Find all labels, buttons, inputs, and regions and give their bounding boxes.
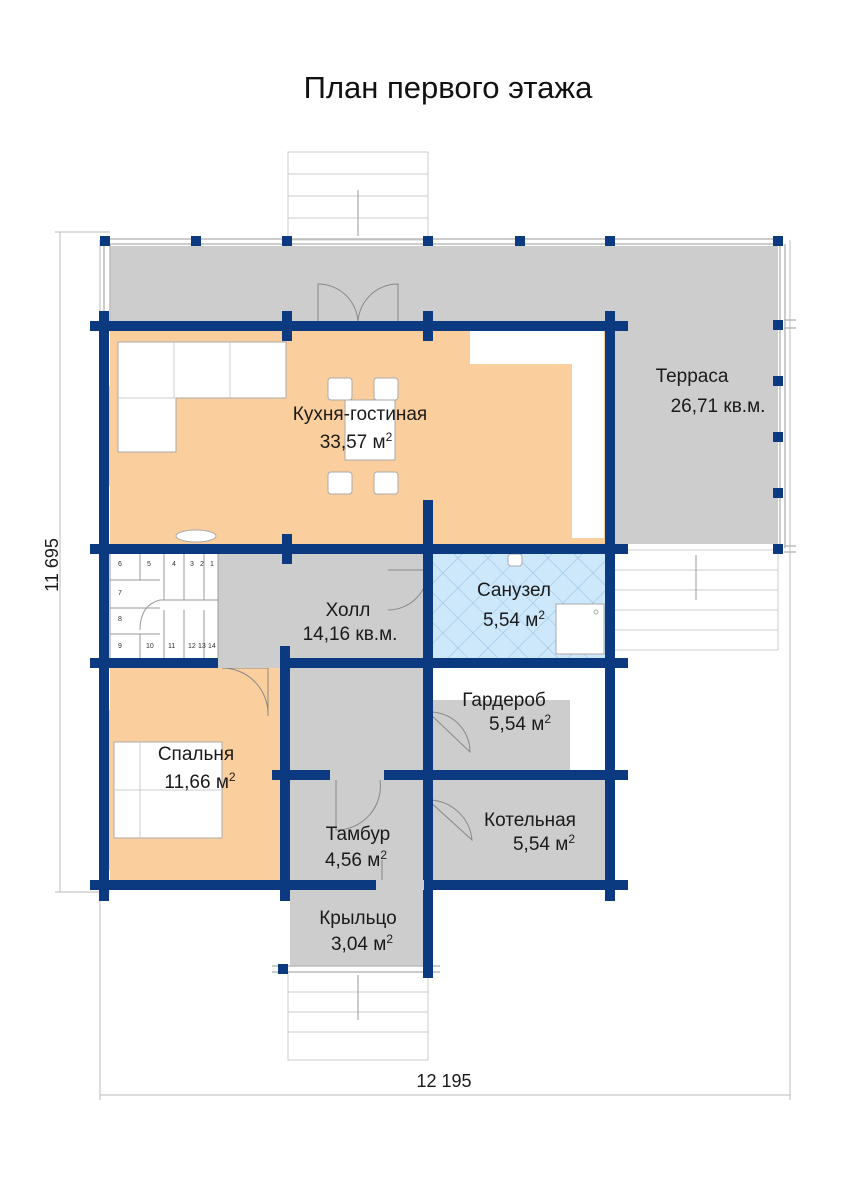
height-dimension: 11 695	[42, 538, 62, 592]
step-number: 3	[190, 561, 194, 568]
terrace-stairs-right	[613, 549, 779, 651]
chair	[373, 471, 399, 495]
walls	[90, 236, 783, 978]
bedroom-area: 11,66 м2	[164, 770, 235, 793]
wardrobe-name: Гардероб	[462, 690, 546, 711]
step-number: 5	[147, 561, 151, 568]
step-number: 4	[172, 561, 176, 568]
boiler-name: Котельная	[484, 810, 576, 831]
wardrobe-area: 5,54 м2	[489, 712, 551, 735]
terrace-floor	[110, 246, 778, 326]
step-number: 13	[198, 643, 206, 650]
step-number: 7	[118, 590, 122, 597]
terrace-name: Терраса	[656, 366, 729, 387]
plan-title: План первого этажа	[304, 70, 593, 105]
step-number: 14	[208, 643, 216, 650]
chair	[327, 377, 353, 401]
boiler-area: 5,54 м2	[513, 832, 575, 855]
fixtures	[113, 341, 605, 839]
porch-stairs	[287, 971, 429, 1061]
bathroom-area: 5,54 м2	[483, 608, 545, 631]
kitchen-name: Кухня-гостиная	[293, 404, 427, 425]
porch-floor	[290, 886, 428, 966]
chair	[327, 471, 353, 495]
bedroom-name: Спальня	[158, 744, 234, 765]
terrace-stairs-top	[287, 151, 429, 241]
step-number: 8	[118, 616, 122, 623]
step-number: 6	[118, 561, 122, 568]
step-number: 2	[200, 561, 204, 568]
bathroom-name: Санузел	[477, 580, 551, 601]
kitchen-area: 33,57 м2	[320, 430, 393, 453]
kitchen-counter	[470, 330, 604, 538]
vestibule-floor	[290, 780, 428, 884]
hall-floor	[218, 550, 428, 662]
step-number: 10	[146, 643, 154, 650]
porch-name: Крыльцо	[319, 908, 397, 929]
width-dimension: 12 195	[416, 1071, 471, 1091]
room-labels: Кухня-гостиная 33,57 м2 Терраса 26,71 кв…	[158, 366, 766, 955]
interior-staircase	[109, 551, 219, 661]
fireplace	[175, 529, 217, 543]
step-number: 11	[168, 643, 175, 650]
step-number: 12	[188, 643, 196, 650]
hall-corridor-floor	[290, 662, 428, 777]
toilet	[507, 553, 523, 567]
vestibule-area: 4,56 м2	[325, 848, 387, 871]
vestibule-name: Тамбур	[326, 824, 391, 845]
step-number: 1	[210, 561, 214, 568]
dining-table	[344, 399, 396, 461]
hall-area: 14,16 кв.м.	[303, 624, 398, 645]
porch-area: 3,04 м2	[331, 932, 393, 955]
stair-step-numbers: 1 2 3 4 5 6 7 8 9 10 11 12 13 14	[118, 561, 216, 650]
boiler-floor	[430, 780, 606, 884]
terrace-area: 26,71 кв.м.	[671, 396, 766, 417]
step-number: 9	[118, 643, 122, 650]
terrace-floor-side	[614, 326, 778, 544]
hall-name: Холл	[326, 600, 371, 621]
chair	[373, 377, 399, 401]
